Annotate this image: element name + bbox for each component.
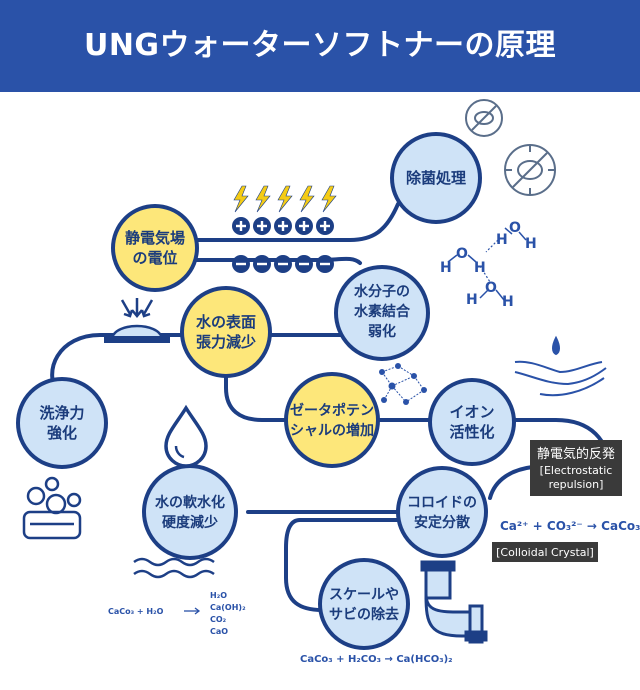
lightning-icon xyxy=(233,185,337,213)
water-molecules: H O H H O H H O H xyxy=(440,220,537,310)
minus-circle-icon xyxy=(232,255,334,273)
formula-product-1: H₂O xyxy=(210,591,227,600)
formula-caco3-reaction: Ca²⁺ + CO₃²⁻ → CaCo₃ xyxy=(500,519,640,533)
hand-drop-icon xyxy=(514,335,607,397)
path-sterilization-static xyxy=(184,202,400,242)
node-ionization-label-1: イオン xyxy=(449,403,494,421)
formula-product-3: CO₂ xyxy=(210,615,227,624)
path-hydrogen-static xyxy=(184,256,362,265)
water-waves-icon xyxy=(133,557,215,579)
electrostatic-repulsion-box: 静電気的反発 [Electrostatic repulsion] xyxy=(530,440,622,496)
node-hydrogen-label-3: 弱化 xyxy=(368,323,396,340)
pressure-arrows-icon xyxy=(104,298,170,343)
node-zeta-potential: ゼータポテン シャルの増加 xyxy=(284,372,380,468)
electrostatic-line-2: repulsion] xyxy=(549,478,604,491)
node-static-potential: 静電気場 の電位 xyxy=(111,204,199,292)
atom-o-1: O xyxy=(456,246,468,262)
node-scale-removal: スケールや サビの除去 xyxy=(318,558,410,650)
node-surface-label-2: 張力減少 xyxy=(196,333,256,351)
colloidal-crystal-label: [Colloidal Crystal] xyxy=(496,546,594,559)
node-softening-label-1: 水の軟水化 xyxy=(155,494,225,511)
node-scale-label-2: サビの除去 xyxy=(329,606,399,623)
node-static-label-1: 静電気場 xyxy=(125,229,185,247)
plus-circle-icon xyxy=(232,217,334,235)
molecule-network-icon xyxy=(379,363,427,405)
node-ionization: イオン 活性化 xyxy=(428,378,516,466)
node-sterilization-label-1: 除菌処理 xyxy=(406,169,466,187)
header-bar xyxy=(0,0,640,92)
node-cleaning-label-1: 洗浄力 xyxy=(39,404,84,422)
formula-dissolution-left: CaCo₃ + H₂O xyxy=(108,607,164,616)
node-static-label-2: の電位 xyxy=(132,249,177,267)
formula-product-4: CaO xyxy=(210,627,228,636)
node-softening: 水の軟水化 硬度減少 xyxy=(142,464,238,560)
node-cleaning-label-2: 強化 xyxy=(47,424,77,442)
atom-h-6: H xyxy=(502,294,514,310)
node-scale-label-1: スケールや xyxy=(329,587,399,603)
atom-h-1: H xyxy=(440,260,452,276)
formula-bottom: CaCo₃ + H₂CO₃ → Ca(HCO₃)₂ xyxy=(300,654,453,665)
formula-product-2: Ca(OH)₂ xyxy=(210,603,246,612)
formula-dissolution: CaCo₃ + H₂O H₂O Ca(OH)₂ CO₂ CaO xyxy=(108,591,246,636)
atom-o-3: O xyxy=(485,280,497,296)
node-hydrogen-label-1: 水分子の xyxy=(354,283,410,300)
node-hydrogen-bond: 水分子の 水素結合 弱化 xyxy=(334,265,430,361)
node-ionization-label-2: 活性化 xyxy=(449,423,494,441)
path-surface-zeta xyxy=(224,373,288,422)
node-softening-label-2: 硬度減少 xyxy=(162,514,218,531)
electrostatic-line-1: [Electrostatic xyxy=(540,464,613,477)
atom-h-5: H xyxy=(466,292,478,308)
node-surface-tension: 水の表面 張力減少 xyxy=(180,286,272,378)
node-zeta-label-1: ゼータポテン xyxy=(290,402,374,419)
node-colloid: コロイドの 安定分散 xyxy=(396,466,488,558)
node-hydrogen-label-2: 水素結合 xyxy=(354,303,411,320)
electrostatic-title: 静電気的反発 xyxy=(537,446,615,462)
node-colloid-label-2: 安定分散 xyxy=(414,514,471,531)
node-sterilization: 除菌処理 xyxy=(390,132,482,224)
atom-h-4: H xyxy=(525,236,537,252)
bacteria-crossed-icon xyxy=(465,99,556,196)
path-colloid-scale xyxy=(284,518,422,612)
colloidal-crystal-box: [Colloidal Crystal] xyxy=(492,542,598,562)
atom-o-2: O xyxy=(509,220,521,236)
node-zeta-label-2: シャルの増加 xyxy=(290,422,374,439)
water-drop-icon xyxy=(164,404,208,468)
page-title: UNGウォーターソフトナーの原理 xyxy=(83,28,557,63)
node-colloid-label-1: コロイドの xyxy=(407,495,477,511)
node-surface-label-1: 水の表面 xyxy=(196,313,256,331)
soap-bubbles-icon xyxy=(22,476,82,540)
node-cleaning: 洗浄力 強化 xyxy=(16,377,108,469)
pipe-icon xyxy=(420,560,488,644)
atom-h-3: H xyxy=(496,232,508,248)
atom-h-2: H xyxy=(474,260,486,276)
